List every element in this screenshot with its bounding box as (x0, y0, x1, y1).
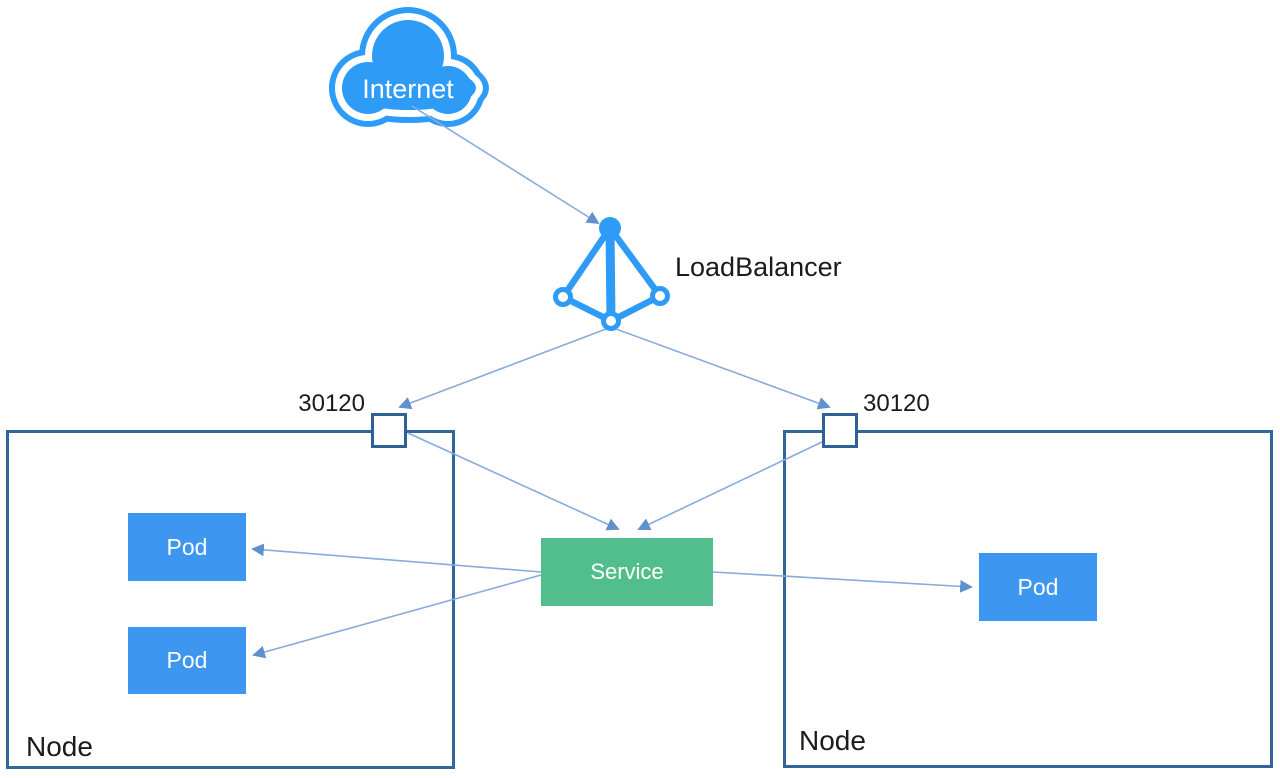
internet-label: Internet (362, 73, 454, 104)
node-label-left: Node (26, 731, 93, 762)
load-balancer-icon (553, 217, 670, 331)
pod-label: Pod (1017, 573, 1059, 600)
node-box-right (783, 430, 1273, 768)
nodeport-square-right (822, 413, 858, 448)
node-box-left (6, 430, 455, 769)
node-label-right: Node (799, 725, 866, 756)
edge-internet-to-loadbalancer (411, 105, 600, 225)
pod-label: Pod (166, 533, 208, 560)
loadbalancer-label: LoadBalancer (675, 252, 842, 282)
nodeport-label-left: 30120 (298, 390, 365, 417)
service-box: Service (541, 538, 713, 606)
pod-box-right: Pod (979, 553, 1097, 621)
service-label: Service (590, 559, 664, 584)
edge-loadbalancer-to-nodeport-right (615, 328, 831, 410)
pod-box-left-2: Pod (128, 627, 246, 694)
pod-label: Pod (166, 647, 208, 673)
nodeport-square-left (371, 413, 407, 448)
pod-box-left-1: Pod (128, 513, 246, 581)
nodeport-label-right: 30120 (863, 390, 930, 417)
internet-cloud-icon (329, 7, 489, 127)
edge-loadbalancer-to-nodeport-left (398, 328, 607, 410)
